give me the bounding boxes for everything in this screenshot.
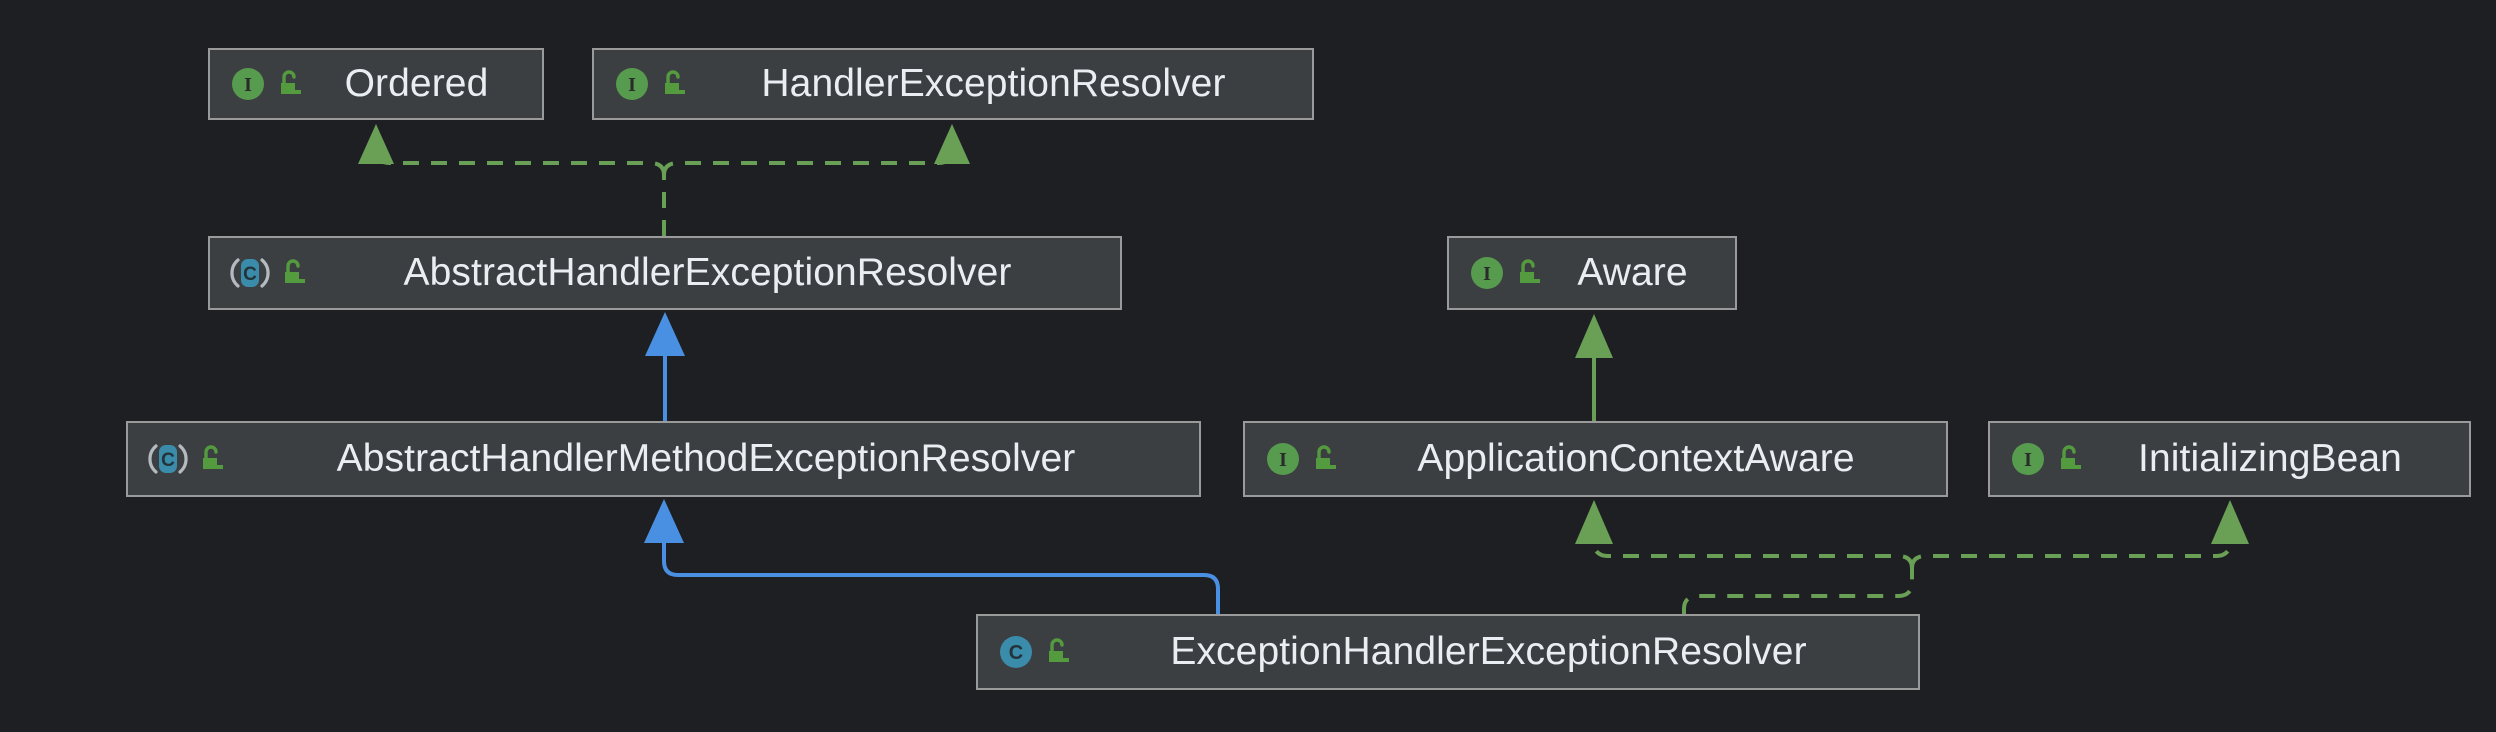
svg-text:I: I	[1279, 449, 1287, 471]
node-label: AbstractHandlerExceptionResolver	[403, 251, 1012, 294]
unlocked-padlock-icon	[2055, 443, 2085, 475]
arrowhead-implements-aca	[1575, 500, 1613, 544]
node-label: Ordered	[344, 62, 489, 105]
node-label: HandlerExceptionResolver	[761, 62, 1226, 105]
arrowhead-extends-aware	[1575, 314, 1613, 358]
node-application-context-aware[interactable]: I ApplicationContextAware	[1243, 421, 1948, 497]
unlocked-padlock-icon	[1514, 257, 1544, 289]
svg-text:I: I	[628, 74, 636, 96]
class-icon: C	[996, 632, 1036, 672]
svg-text:I: I	[2024, 449, 2032, 471]
unlocked-padlock-icon	[197, 443, 227, 475]
node-initializing-bean[interactable]: I InitializingBean	[1988, 421, 2471, 497]
implements-branch-left	[374, 128, 666, 176]
svg-text:C: C	[243, 264, 257, 285]
node-abstract-handler-exception-resolver[interactable]: C AbstractHandlerExceptionResolver	[208, 236, 1122, 310]
svg-text:C: C	[1009, 642, 1023, 664]
implements-branch-aca	[1592, 523, 1914, 569]
unlocked-padlock-icon	[1043, 636, 1073, 668]
node-abstract-handler-method-exception-resolver[interactable]: C AbstractHandlerMethodExceptionResolver	[126, 421, 1201, 497]
edge-implements-aca-and-ib	[1575, 500, 2249, 614]
implements-jog-lower	[1682, 568, 1914, 614]
svg-text:I: I	[244, 74, 252, 96]
node-exception-handler-exception-resolver[interactable]: C ExceptionHandlerExceptionResolver	[976, 614, 1920, 690]
interface-icon: I	[1467, 253, 1507, 293]
edge-extends-ahmexr	[644, 499, 1220, 614]
node-label: ExceptionHandlerExceptionResolver	[1170, 630, 1807, 673]
edge-extends-ahexr	[645, 312, 685, 421]
node-label: AbstractHandlerMethodExceptionResolver	[336, 437, 1076, 480]
unlocked-padlock-icon	[275, 68, 305, 100]
edge-implements-ordered-and-her	[358, 124, 970, 236]
node-handler-exception-resolver[interactable]: I HandlerExceptionResolver	[592, 48, 1314, 120]
node-label: InitializingBean	[2138, 437, 2402, 480]
svg-text:C: C	[161, 450, 175, 471]
abstract-class-icon: C	[146, 439, 190, 479]
node-label: Aware	[1577, 251, 1688, 294]
unlocked-padlock-icon	[659, 68, 689, 100]
arrowhead-extends-ahexr	[645, 312, 685, 356]
edge-extends-aware	[1575, 314, 1613, 421]
node-ordered[interactable]: I Ordered	[208, 48, 544, 120]
svg-text:I: I	[1483, 263, 1491, 285]
unlocked-padlock-icon	[1310, 443, 1340, 475]
node-label: ApplicationContextAware	[1417, 437, 1855, 480]
node-aware[interactable]: I Aware	[1447, 236, 1737, 310]
arrowhead-extends-ahmexr	[644, 499, 684, 543]
arrowhead-implements-ordered	[358, 124, 394, 164]
interface-icon: I	[1263, 439, 1303, 479]
implements-branch-ib	[1910, 523, 2232, 569]
arrowhead-implements-ib	[2211, 500, 2249, 544]
arrowhead-implements-her	[934, 124, 970, 164]
abstract-class-icon: C	[228, 253, 272, 293]
interface-icon: I	[2008, 439, 2048, 479]
implements-branch-right	[662, 128, 954, 176]
unlocked-padlock-icon	[279, 257, 309, 289]
interface-icon: I	[228, 64, 268, 104]
interface-icon: I	[612, 64, 652, 104]
extends-line-ahmexr	[662, 543, 1220, 614]
